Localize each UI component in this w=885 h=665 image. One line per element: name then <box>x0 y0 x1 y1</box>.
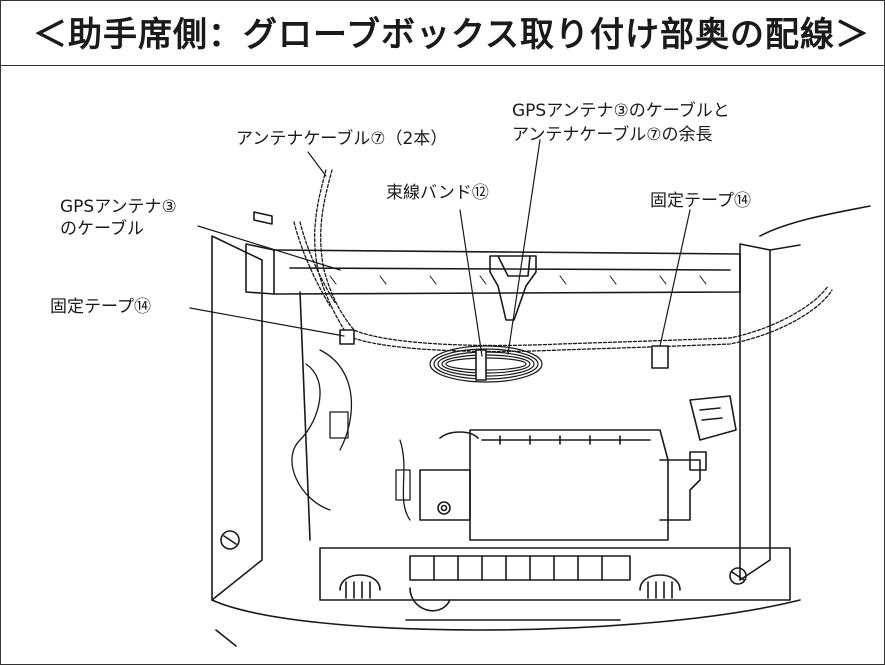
label-slack-line2: アンテナケーブル⑦の余長 <box>512 125 713 145</box>
center-bracket <box>489 255 537 321</box>
left-harness <box>291 349 411 521</box>
fixing-tape-right-mark <box>651 345 669 369</box>
left-screw <box>220 530 240 550</box>
fixing-tape-left-mark <box>339 329 355 345</box>
heater-unit <box>419 429 669 541</box>
antenna-cable-route <box>293 169 833 353</box>
label-fixing-tape-right: 固定テープ⑭ <box>650 191 751 211</box>
label-gps-cable-line2: のケーブル <box>60 219 144 239</box>
label-slack-line1: GPSアンテナ③のケーブルと <box>512 101 730 121</box>
label-bundling-band: 束線バンド⑫ <box>386 183 489 203</box>
lower-grille <box>319 547 791 621</box>
page-title: ＜助手席側：グローブボックス取り付け部奥の配線＞ <box>33 15 870 55</box>
dashboard-ticks <box>329 275 707 285</box>
leader-lines <box>189 139 691 357</box>
label-gps-cable-line1: GPSアンテナ③ <box>60 197 177 217</box>
dashboard-frame <box>211 205 871 647</box>
label-fixing-tape-left: 固定テープ⑭ <box>50 297 151 317</box>
right-side-components <box>659 395 747 585</box>
bundling-band-mark <box>475 349 487 381</box>
title-bar: ＜助手席側：グローブボックス取り付け部奥の配線＞ <box>1 1 884 66</box>
label-antenna-cable: アンテナケーブル⑦（2本） <box>236 129 448 149</box>
